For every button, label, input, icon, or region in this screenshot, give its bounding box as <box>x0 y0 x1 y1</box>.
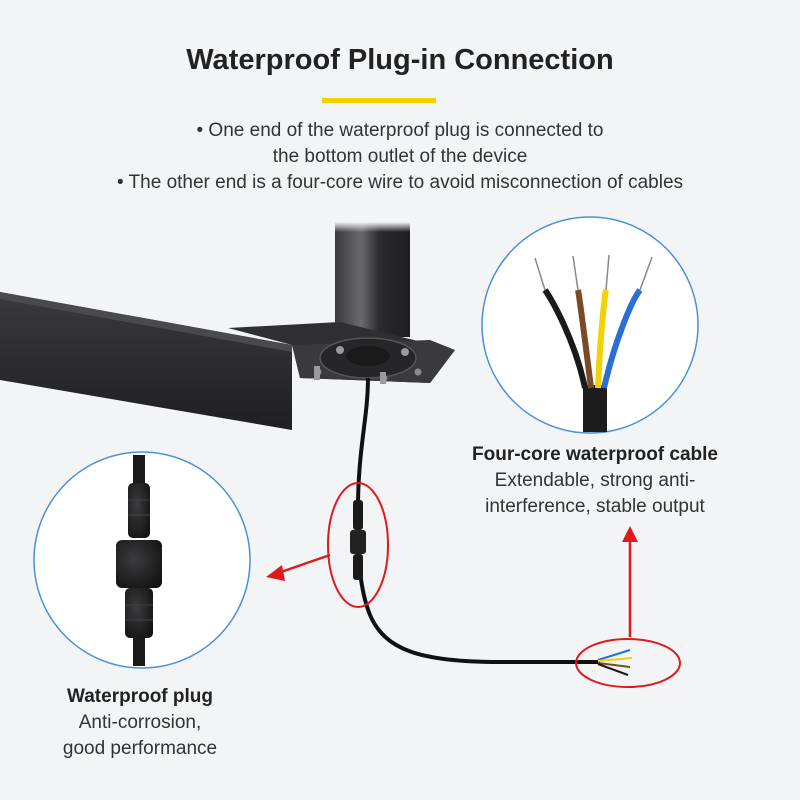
bullet-line-3: • The other end is a four-core wire to a… <box>116 172 684 193</box>
cable-caption: Four-core waterproof cable Extendable, s… <box>430 442 760 520</box>
description-bullets: • One end of the waterproof plug is conn… <box>0 118 800 196</box>
bullet-line-2: the bottom outlet of the device <box>272 146 528 167</box>
plug-caption-line-1: Anti-corrosion, <box>78 712 202 733</box>
title-underline <box>322 98 436 103</box>
cable-end-highlight <box>575 638 681 688</box>
wire-ends <box>597 649 633 676</box>
plug-caption: Waterproof plug Anti-corrosion, good per… <box>20 684 260 762</box>
cable-caption-title: Four-core waterproof cable <box>472 444 718 465</box>
cable-zoom-circle <box>481 216 699 434</box>
plug-highlight <box>327 482 389 608</box>
inline-waterproof-plug <box>350 500 366 580</box>
plug-caption-line-2: good performance <box>62 738 218 759</box>
cable-caption-line-1: Extendable, strong anti- <box>494 470 696 491</box>
bullet-line-1: • One end of the waterproof plug is conn… <box>196 120 604 141</box>
device-arm <box>0 292 292 430</box>
plug-caption-title: Waterproof plug <box>67 686 213 707</box>
connection-cable <box>355 377 600 664</box>
plug-zoom-circle <box>33 451 251 669</box>
mounting-plate <box>228 322 455 384</box>
mounting-pole <box>335 222 410 337</box>
arrow-to-cable-zoom <box>622 526 638 637</box>
arrow-to-plug-zoom <box>266 553 331 581</box>
page-title: Waterproof Plug-in Connection <box>186 44 614 76</box>
cable-caption-line-2: interference, stable output <box>485 496 705 517</box>
